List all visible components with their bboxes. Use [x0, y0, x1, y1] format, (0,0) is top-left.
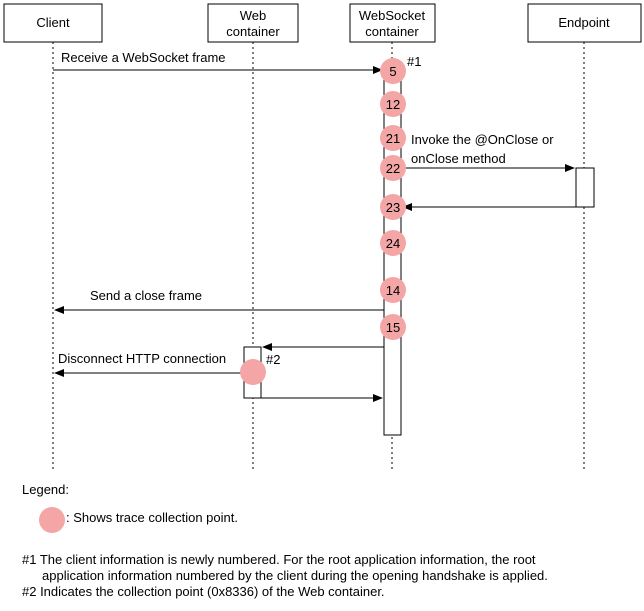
trace-point-15: 15: [380, 314, 406, 340]
disconnect-label: Disconnect HTTP connection: [58, 351, 226, 366]
participant-websocket-container: WebSocket container: [349, 3, 436, 43]
trace-point-label: 15: [386, 320, 400, 335]
footnote-1-line1: #1 The client information is newly numbe…: [22, 552, 536, 567]
client-label: Client: [36, 15, 70, 30]
note-marker-2: #2: [266, 352, 280, 367]
invoke-label-line1: Invoke the @OnClose or: [411, 132, 554, 147]
trace-point-legend-icon: [39, 507, 65, 533]
send-close-label: Send a close frame: [90, 288, 202, 303]
trace-point-12: 12: [380, 91, 406, 117]
websocket-container-label-line2: container: [365, 24, 419, 39]
trace-point-21: 21: [380, 125, 406, 151]
trace-point-14: 14: [380, 277, 406, 303]
web-container-label-line2: container: [226, 24, 280, 39]
trace-point-label: 22: [386, 161, 400, 176]
footnote-1-line2: application information numbered by the …: [42, 568, 548, 583]
trace-point-23: 23: [380, 194, 406, 220]
trace-point-22: 22: [380, 155, 406, 181]
note-marker-1: #1: [407, 54, 421, 69]
endpoint-label: Endpoint: [558, 15, 610, 30]
sequence-diagram: Client Web container WebSocket container…: [3, 3, 642, 472]
footnote-1: #1 The client information is newly numbe…: [22, 552, 622, 584]
receive-frame-label: Receive a WebSocket frame: [61, 50, 226, 65]
participant-web-container: Web container: [207, 3, 299, 43]
trace-point-label: 12: [386, 97, 400, 112]
trace-point-label: 23: [386, 200, 400, 215]
web-container-trace-point: [240, 359, 266, 385]
participant-endpoint: Endpoint: [527, 3, 642, 43]
footnote-2: #2 Indicates the collection point (0x833…: [22, 584, 385, 599]
legend-title: Legend:: [22, 482, 69, 497]
trace-point-label: 21: [386, 131, 400, 146]
legend-description: : Shows trace collection point.: [66, 510, 238, 525]
invoke-label-line2: onClose method: [411, 151, 506, 166]
participant-client: Client: [3, 3, 103, 43]
endpoint-activation-bar: [575, 167, 595, 208]
trace-point-label: 14: [386, 283, 400, 298]
websocket-container-label-line1: WebSocket: [359, 8, 426, 23]
trace-point-label: 5: [389, 64, 396, 79]
trace-point-5: 5: [380, 58, 406, 84]
web-container-label-line1: Web: [240, 8, 267, 23]
trace-point-24: 24: [380, 230, 406, 256]
trace-point-label: 24: [386, 236, 400, 251]
